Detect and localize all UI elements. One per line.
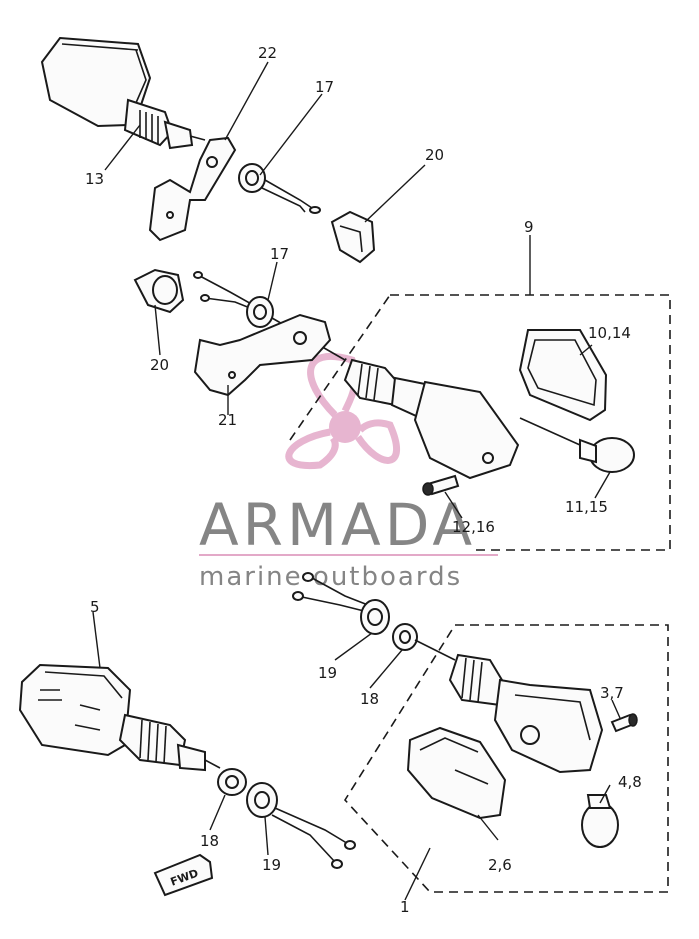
- screw-3-7: [610, 713, 638, 733]
- callout-9: 9: [524, 218, 534, 236]
- grommet-18-lower: [217, 768, 247, 796]
- callout-17-upper: 17: [315, 78, 334, 96]
- group-outline-1: [343, 624, 669, 893]
- bulb-11-15: [519, 417, 635, 473]
- lens-10-14: [518, 329, 608, 422]
- turn-signal-assembly-9: [343, 358, 520, 480]
- callout-20-middle: 20: [150, 356, 169, 374]
- bracket-21: [193, 313, 332, 397]
- fwd-arrow-icon: FWD: [153, 853, 214, 897]
- callout-1: 1: [400, 898, 410, 916]
- screw-12-16: [422, 474, 460, 496]
- callout-12-16: 12,16: [452, 518, 495, 536]
- cover-20-middle: [133, 268, 185, 314]
- grommet-19-lower: [246, 782, 356, 869]
- cover-20-upper: [330, 210, 376, 264]
- callout-18-upper: 18: [360, 690, 379, 708]
- callout-11-15: 11,15: [565, 498, 608, 516]
- leader-lines: [92, 61, 621, 901]
- callout-20-upper: 20: [425, 146, 444, 164]
- callout-10-14: 10,14: [588, 324, 631, 342]
- callout-2-6: 2,6: [488, 856, 512, 874]
- grommet-19-upper: [360, 599, 390, 635]
- callout-19-lower: 19: [262, 856, 281, 874]
- callout-17-middle: 17: [270, 245, 289, 263]
- callout-21: 21: [218, 411, 237, 429]
- bulb-4-8: [581, 794, 619, 848]
- wire-leads-upper: [292, 572, 369, 613]
- callout-22: 22: [258, 44, 277, 62]
- callout-19-upper: 19: [318, 664, 337, 682]
- lens-2-6: [406, 726, 507, 820]
- bracket-22: [148, 136, 237, 242]
- grommet-17-upper: [238, 163, 321, 214]
- callout-5: 5: [90, 598, 100, 616]
- turn-signal-assembly-13: [40, 36, 206, 150]
- grommet-18-upper: [392, 623, 456, 661]
- callout-4-8: 4,8: [618, 773, 642, 791]
- watermark-brand: ARMADA: [199, 491, 476, 559]
- callout-18-lower: 18: [200, 832, 219, 850]
- turn-signal-assembly-5: [18, 663, 221, 772]
- turn-signal-assembly-1: [448, 653, 604, 774]
- callout-3-7: 3,7: [600, 684, 624, 702]
- callout-13: 13: [85, 170, 104, 188]
